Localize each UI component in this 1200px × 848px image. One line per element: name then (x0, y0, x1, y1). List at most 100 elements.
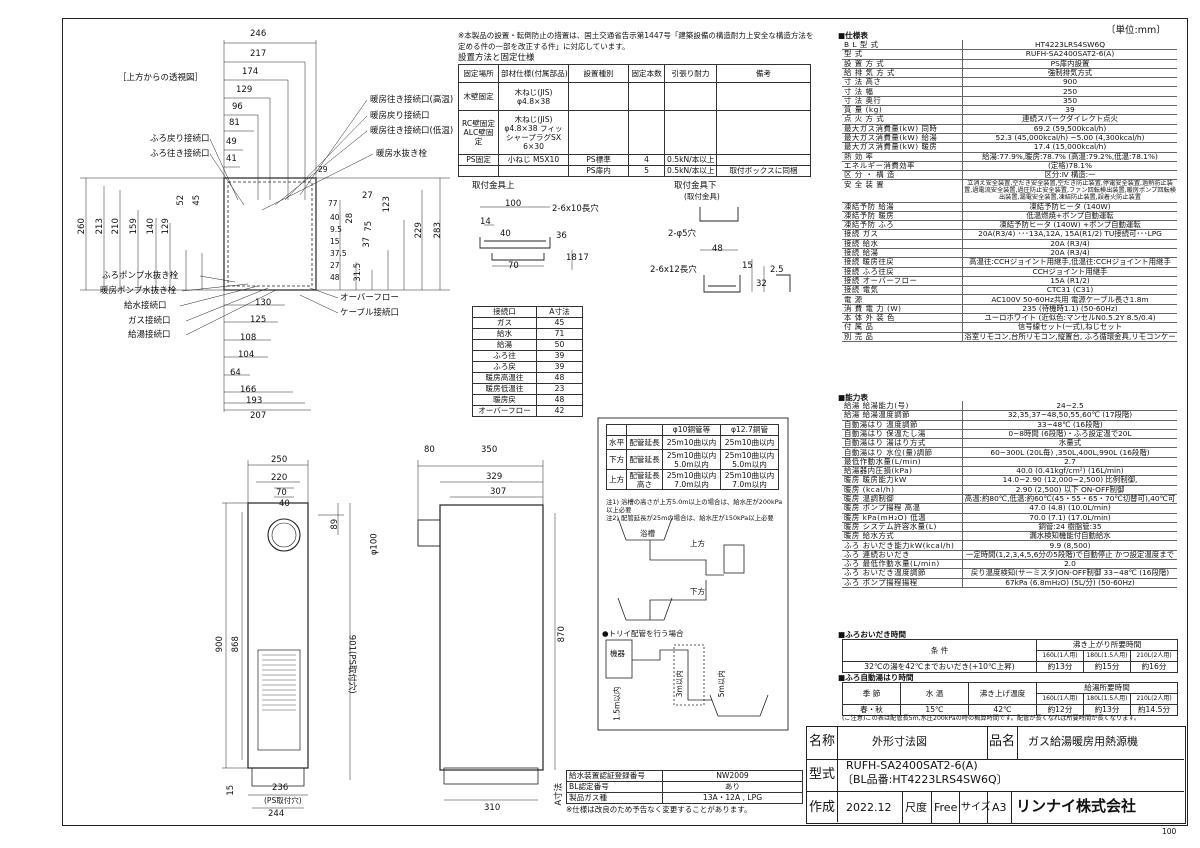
pipe-label-3m: 3m以内 (674, 670, 684, 698)
dim-top-7: 41 (226, 154, 237, 164)
perf-row: 暖房 システム許容水量(L)銅管:24 樹脂管:35 (842, 521, 1177, 533)
pipe-note-2: 注2) 配管延長が25mの場合は、給水圧が150kPa以上必要 (606, 514, 774, 522)
perf-value: 24~2.5 (962, 401, 1177, 411)
perf-row: ふろ 最低作動水量(L/min)2.0 (842, 559, 1177, 570)
spec-value: 350 (962, 95, 1177, 106)
yuhari-title: ■ふろ自動湯はり時間 (838, 673, 914, 682)
perf-row: 暖房 給水方式 漏水検知機能付自動給水 (842, 531, 1177, 542)
dim-small-0: 29 (318, 165, 328, 174)
callout-heating-high: 暖房往き接続口(高温) (370, 95, 454, 105)
perf-value: 水量式 (962, 438, 1177, 448)
side-dim-3: 307 (490, 487, 507, 497)
perf-value: 40.0 (0.41kgf/cm²) (16L/min) (962, 466, 1177, 476)
trap-piping-label: ●トリイ配管を行う場合 (602, 629, 684, 638)
spec-row: 点 火 方 式連続スパークダイレクト点火 (842, 114, 1177, 125)
spec-value: 立消え安全装置,空だき安全装置,空だき防止装置,停電安全装置,過熱防止装置,過電… (962, 179, 1177, 202)
spec-value: 235 (待機時1.1) (50-60Hz) (962, 303, 1177, 314)
callout-water-inlet: 給水接続口 (124, 301, 167, 311)
perf-value: 一定時間(1,2,3,4,5,6分の5段階)で自動停止 かつ設定温度まで達しない… (962, 549, 1177, 560)
spec-label: 安 全 装 置 (844, 179, 885, 189)
perf-value: 33~48℃ (16段階) (962, 419, 1177, 429)
spec-row: 凍結予防 ふろ凍結予防ヒータ (140W) +ポンプ自動運転 (842, 220, 1177, 231)
spec-value: AC100V 50-60Hz共用 電源ケーブル長さ1.8m (962, 294, 1177, 304)
spec-row: 質 量 (kg)39 (842, 105, 1177, 116)
bracket-dim-6: 18 (566, 253, 577, 263)
spec-label: 寸 法 高さ (844, 77, 882, 87)
tb-model-value-2: 〔BL品番:HT4223LRS4SW6Q〕 (842, 773, 1008, 786)
dim-right-0: 283 (432, 222, 443, 239)
pipe-label-down: 下方 (690, 587, 705, 596)
perf-row: 給湯器内圧損(kPa)40.0 (0.41kgf/cm²) (16L/min) (842, 466, 1177, 477)
dim-right-3: 75 (364, 220, 375, 232)
perf-value: 9.9 (8,500) (962, 540, 1177, 550)
spec-label: 付 属 品 (844, 322, 874, 332)
spec-row: エネルギー消費効率(定格)78.1% (842, 160, 1177, 172)
perf-label: 自動湯はり 水位(量)調節 (844, 447, 933, 457)
spec-title: ■仕様表 (838, 31, 868, 40)
spec-label: 寸 法 奥行 (844, 95, 882, 105)
spec-value: 区分:Ⅳ 構造:一 (962, 170, 1177, 180)
spec-value: 20A(R3/4) ･･･13A,12A, 15A(R1/2) TU接続可･･･… (962, 229, 1177, 239)
install-table: 固定場所 部材仕様(付属部品) 設置種別 固定本数 引張り耐力 備考 木壁固定 … (458, 64, 811, 177)
perf-label: 暖房 kPa(mH₂O) 低温 (844, 512, 926, 522)
pipe-label-bathtub: 浴槽 (640, 529, 655, 538)
perf-value: 0~8時間 (6段階)・ふろ設定温で20L (962, 428, 1177, 439)
spec-label: 接続 ふろ往戻 (844, 266, 895, 276)
perf-label: ふろ ポンプ揚程揚程 (844, 577, 918, 587)
spec-label: エネルギー消費効率 (844, 160, 916, 170)
perf-label: 暖房 (kcal/h) (844, 484, 895, 494)
spec-label: 型 式 (844, 49, 863, 59)
perf-row: 最低作動水量(L/min)2.7 (842, 456, 1177, 468)
yuhari-table: 季 節水 温沸き上げ温度給湯所要時間 160L(1人用)180L(1.5人用)2… (842, 682, 1179, 716)
spec-row: 寸 法 高さ 900 (842, 77, 1177, 88)
spec-label: 点 火 方 式 (844, 114, 885, 124)
spec-value: 52.3 (45,000kcal/h) ~5.00 (4,300kcal/h) (962, 133, 1177, 143)
perf-label: 暖房 暖房能力kW (844, 475, 907, 485)
side-dim-1: 350 (481, 445, 498, 455)
spec-value: ユーロホワイト (近似色:マンセルN0.5.2Y 8.5/0.4) (962, 313, 1177, 323)
tb-name-value: 外形寸法図 (872, 735, 927, 748)
dim-bottom-6: 193 (246, 396, 263, 406)
spec-label: 設 置 方 式 (844, 58, 885, 68)
pipe-label-unit: 機器 (610, 649, 625, 658)
side-dim-4: 870 (556, 626, 567, 643)
dim-bottom-1: 125 (250, 315, 267, 325)
callout-bath-return: ふろ戻り接続口 (150, 134, 210, 144)
top-view-label: ［上方からの透視図］ (118, 73, 204, 83)
spec-value: 69.2 (59,500kcal/h) (962, 123, 1177, 133)
front-dim-10: 244 (268, 809, 285, 819)
install-title: 設置方法と固定仕様 (458, 53, 535, 63)
spec-value: 39 (962, 105, 1177, 115)
front-dim-11: (PS取付穴) (264, 796, 302, 805)
spec-label: 最大ガス消費量(kW) 同時 (844, 123, 938, 133)
bracket-dim-9: 48 (712, 244, 723, 254)
pipe-label-up: 上方 (690, 539, 705, 548)
perf-value: 漏水検知機能付自動給水 (962, 531, 1177, 541)
spec-value: 900 (962, 77, 1177, 87)
dim-bottom-2: 108 (240, 333, 257, 343)
perf-value: 70.0 (7.1) (17.0L/min) (962, 512, 1177, 522)
spec-label: 最大ガス消費量(kW) 暖房 (844, 142, 938, 152)
drawing-frame (62, 18, 1188, 826)
callout-hot-outlet: 給湯接続口 (128, 330, 171, 340)
callout-cable: ケーブル接続口 (340, 308, 399, 318)
spec-label: 接続 給水 (844, 238, 879, 248)
perf-label: 暖房 給水方式 (844, 531, 895, 541)
callout-bath-supply: ふろ往き接続口 (150, 149, 210, 159)
spec-row: 消 費 電 力 (W)235 (待機時1.1) (50-60Hz) (842, 303, 1177, 315)
dim-left-2: 210 (110, 218, 121, 235)
oidaki-table: 条 件沸き上がり所要時間 160L(1人用)180L(1.5人用)210L(2人… (842, 639, 1179, 673)
perf-label: ふろ おいだき温度調節 (844, 568, 926, 578)
bracket-dim-4: 36 (556, 231, 567, 241)
spec-value: 給湯:77.9%,暖房:78.7% (高温:79.2%,低温:78.1%) (962, 151, 1177, 161)
perf-row: ふろ おいだき温度調節戻り温度検知(サーミスタ)ON-OFF制御 33~48℃ … (842, 568, 1177, 579)
spec-value: RUFH-SA2400SAT2-6(A) (962, 49, 1177, 59)
perf-value: 14.0~2.90 (12,000~2,500) 比例制御, (962, 475, 1177, 485)
spec-label: 凍結予防 ふろ (844, 220, 895, 230)
dim-small-4: 15 (330, 237, 340, 246)
